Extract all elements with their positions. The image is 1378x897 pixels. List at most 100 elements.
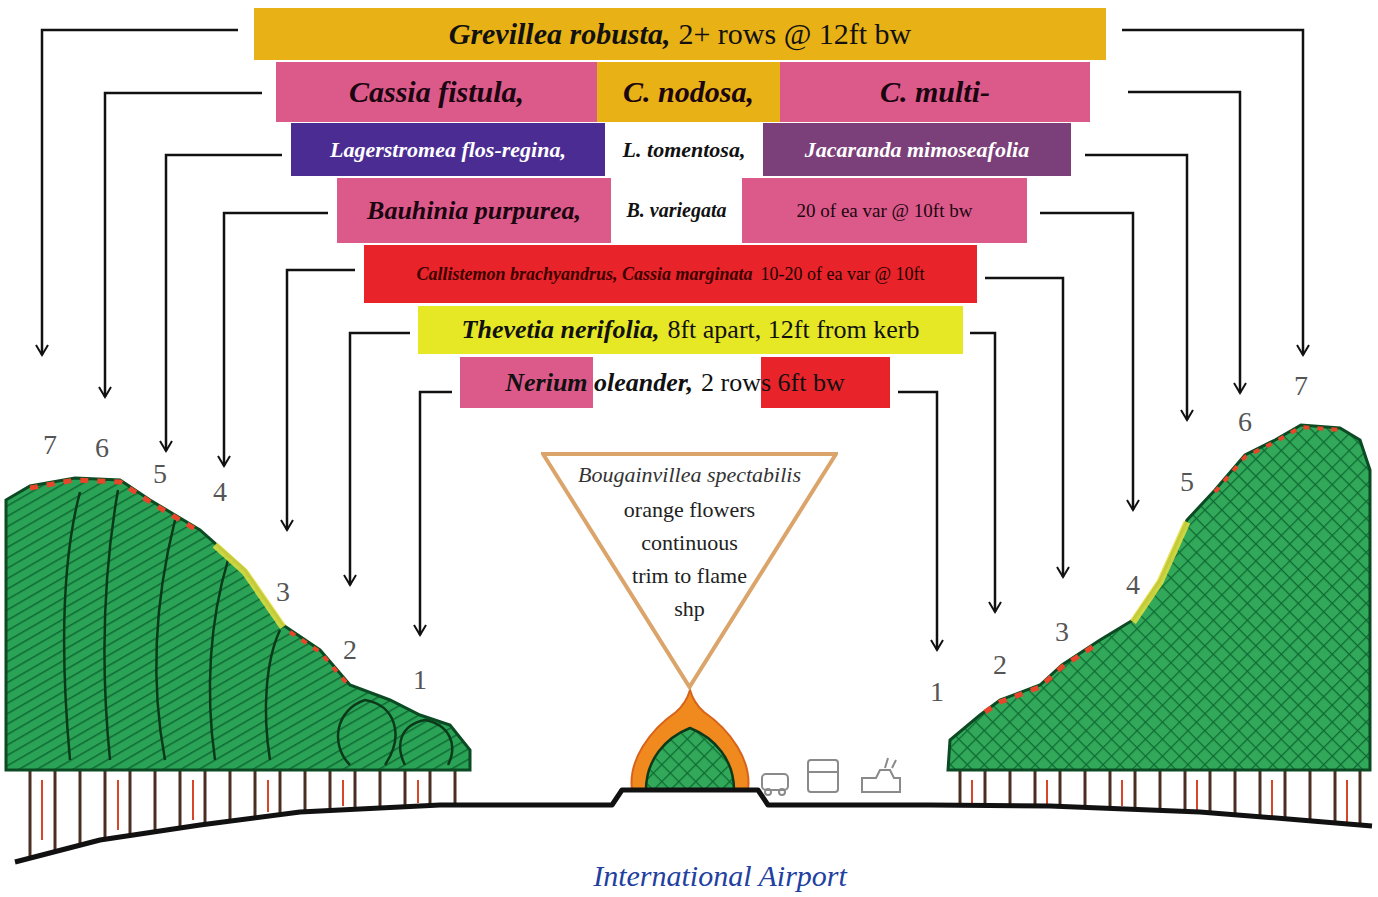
truck-sketch xyxy=(808,760,838,792)
trunk-highlight xyxy=(192,780,194,820)
tree-trunk xyxy=(279,765,282,814)
leader-arrow xyxy=(970,333,995,612)
tree-trunk xyxy=(254,765,257,817)
plant-text: L. tomentosa, xyxy=(605,123,763,176)
tree-trunk xyxy=(229,765,232,820)
trunk-highlight xyxy=(342,780,344,806)
species-heading: Bougainvillea spectabilis xyxy=(541,452,838,489)
leader-arrow xyxy=(420,392,452,635)
planting-band: Nerium oleander, 2 rows 6ft bw xyxy=(460,357,890,408)
trunk-highlight xyxy=(971,780,973,803)
median-flame xyxy=(632,690,749,790)
pickup-sketch xyxy=(862,770,900,792)
trunk-highlight xyxy=(1196,780,1198,810)
plant-text: Grevillea robusta, xyxy=(449,17,671,52)
plant-text: C. multi- xyxy=(780,62,1090,122)
plant-text: 20 of ea var @ 10ft bw xyxy=(742,178,1027,243)
callout-number: 2 xyxy=(343,636,357,664)
planting-band: Thevetia nerifolia,8ft apart, 12ft from … xyxy=(418,306,963,354)
left-flower-highlight xyxy=(215,545,283,627)
plant-text: Callistemon brachyandrus, Cassia margina… xyxy=(416,264,752,285)
planting-band: Lagerstromea flos-regina,L. tomentosa,Ja… xyxy=(291,123,1071,176)
callout-number: 2 xyxy=(993,651,1007,679)
tree-trunk xyxy=(1359,765,1362,825)
tree-trunk xyxy=(1134,765,1137,809)
leader-arrow xyxy=(898,392,937,650)
car-sketch xyxy=(762,774,788,790)
plant-text: Thevetia nerifolia, xyxy=(462,315,660,345)
plant-text: Nerium oleander, xyxy=(505,368,693,398)
callout-number: 6 xyxy=(1238,408,1252,436)
plant-text: 2+ rows @ 12ft bw xyxy=(678,17,911,52)
left-flower-highlight xyxy=(290,632,350,687)
trunk-highlight xyxy=(1121,780,1123,806)
right-flower-highlight xyxy=(1215,427,1340,492)
truck-window xyxy=(808,771,838,773)
tree-trunk xyxy=(29,765,32,857)
car-wheel xyxy=(765,789,771,795)
right-flower-highlight xyxy=(1133,522,1187,622)
shrub-outline xyxy=(400,720,452,765)
leader-arrow xyxy=(985,278,1063,577)
passenger-sketch xyxy=(885,758,896,768)
tree-outline xyxy=(64,492,80,760)
leader-arrow xyxy=(105,93,262,397)
callout-number: 7 xyxy=(1294,372,1308,400)
site-label: International Airport xyxy=(593,861,847,891)
callout-number: 5 xyxy=(153,460,167,488)
right-trunk-highlights xyxy=(972,780,1347,822)
median-bougainvillea xyxy=(646,728,734,790)
leader-arrow xyxy=(1122,30,1303,355)
tree-trunk xyxy=(1209,765,1212,813)
tree-outline xyxy=(266,630,280,760)
plant-text: Bauhinia purpurea, xyxy=(337,178,611,243)
callout-number: 5 xyxy=(1180,468,1194,496)
left-flower-highlight xyxy=(30,480,200,532)
tree-trunk xyxy=(1334,765,1337,823)
tree-trunk xyxy=(1159,765,1162,810)
leader-arrow xyxy=(1040,213,1133,510)
tree-trunk xyxy=(304,765,307,812)
tree-trunk xyxy=(129,765,132,835)
callout-number: 4 xyxy=(213,478,227,506)
trunk-highlight xyxy=(267,780,269,812)
callout-triangle: Bougainvillea spectabilisorange flowers … xyxy=(541,452,838,690)
planting-band: Grevillea robusta,2+ rows @ 12ft bw xyxy=(254,8,1106,60)
tree-trunk xyxy=(1309,765,1312,821)
trunk-highlight xyxy=(1271,780,1273,816)
left-tree-outlines xyxy=(64,490,452,765)
callout-number: 6 xyxy=(95,434,109,462)
callout-number: 1 xyxy=(930,678,944,706)
tree-trunk xyxy=(179,765,182,828)
right-tree-trunks xyxy=(960,765,1360,825)
plant-text: Cassia fistula, xyxy=(276,62,597,122)
plant-text: 8ft apart, 12ft from kerb xyxy=(667,315,919,345)
leader-arrow xyxy=(350,333,410,585)
plant-text: 2 rows 6ft bw xyxy=(701,368,845,398)
trunk-highlight xyxy=(1346,780,1348,822)
callout-number: 4 xyxy=(1126,571,1140,599)
plant-text: Jacaranda mimoseafolia xyxy=(763,123,1071,176)
callout-number: 3 xyxy=(276,578,290,606)
tree-trunk xyxy=(204,765,207,824)
tree-trunk xyxy=(154,765,157,831)
leader-arrow xyxy=(224,213,328,466)
tree-trunk xyxy=(1184,765,1187,811)
tree-outline xyxy=(104,490,118,760)
tree-trunk xyxy=(1259,765,1262,817)
trunk-highlight xyxy=(417,780,419,803)
planting-band: Bauhinia purpurea,B. variegata20 of ea v… xyxy=(337,178,1027,243)
car-wheel xyxy=(779,789,785,795)
tree-outline xyxy=(156,520,175,760)
tree-trunk xyxy=(1234,765,1237,815)
trunk-highlight xyxy=(41,780,43,840)
right-tree-mass xyxy=(948,425,1370,770)
tree-trunk xyxy=(104,765,107,839)
trunk-highlight xyxy=(117,780,119,830)
shrub-outline xyxy=(338,700,395,765)
ground-line xyxy=(15,790,1372,862)
tree-trunk xyxy=(329,765,332,810)
triangle-shape xyxy=(543,454,836,687)
planting-band: Cassia fistula,C. nodosa,C. multi- xyxy=(276,62,1090,122)
